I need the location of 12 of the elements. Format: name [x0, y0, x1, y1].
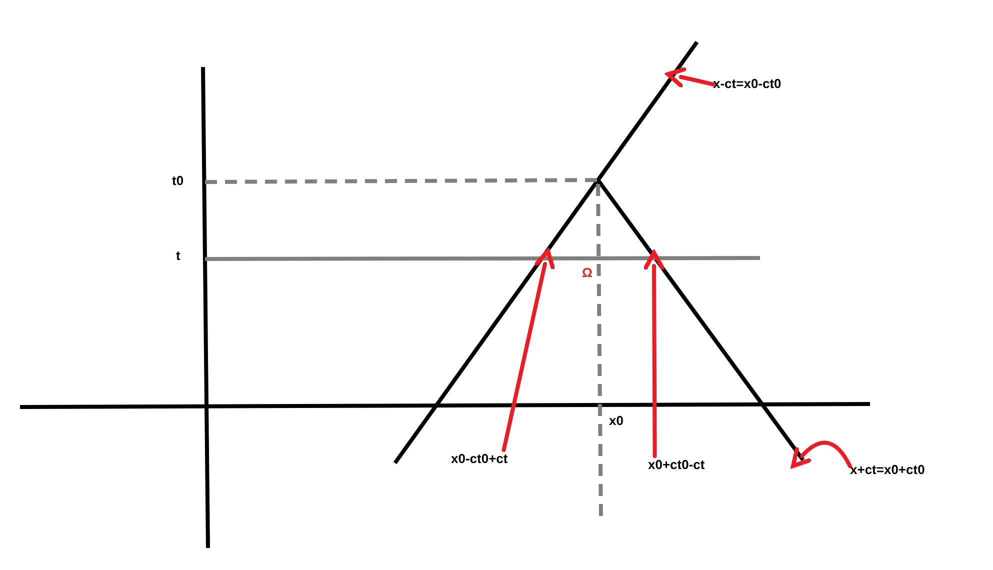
axis-label: Ω	[582, 266, 592, 279]
equation-label: x0-ct0+ct	[451, 450, 508, 467]
axis-label: t0	[172, 174, 184, 187]
equation-label: x0+ct0-ct	[648, 456, 705, 473]
arrow	[644, 250, 664, 458]
arrow	[790, 440, 852, 468]
axis-label: t	[176, 249, 180, 262]
equation-label: x+ct=x0+ct0	[850, 461, 925, 478]
arrow	[666, 67, 715, 88]
axis-label: x0	[609, 414, 624, 427]
arrow	[502, 248, 555, 452]
equation-label: x-ct=x0-ct0	[713, 75, 782, 92]
